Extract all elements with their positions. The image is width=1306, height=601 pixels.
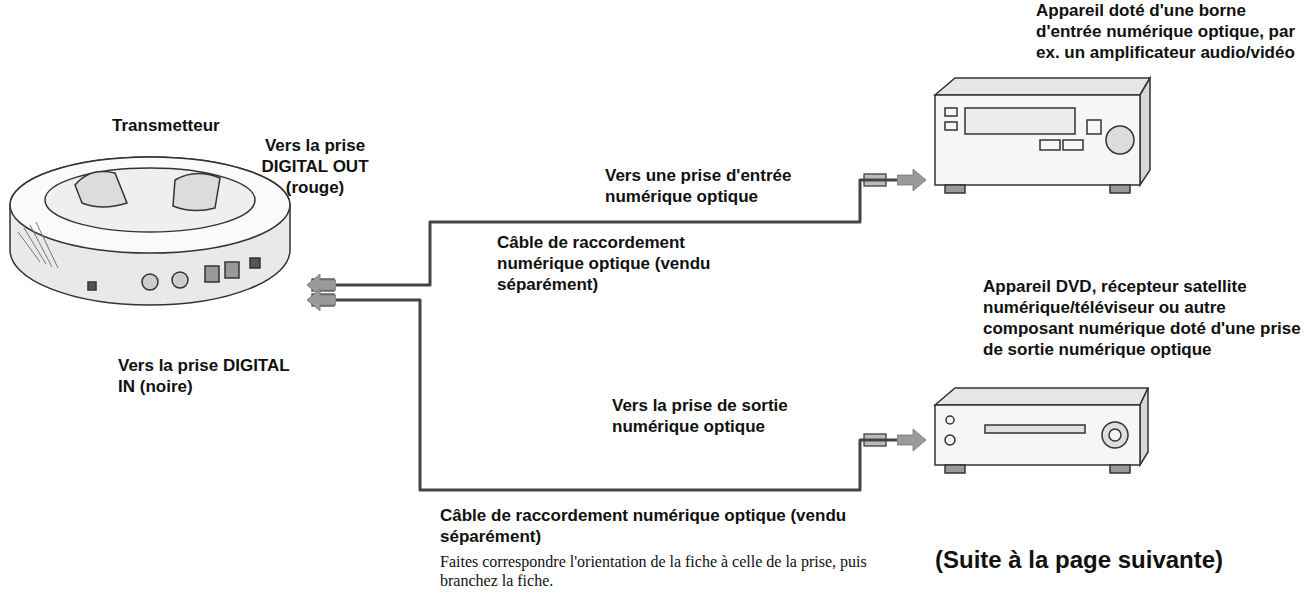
callout-label: Vers une prise d'entrée numérique optiqu…	[605, 165, 850, 207]
device-node: Appareil doté d'une borne d'entrée numér…	[925, 0, 1303, 200]
device-label: Appareil doté d'une borne d'entrée numér…	[1036, 0, 1302, 63]
device-label: Transmetteur	[112, 115, 302, 136]
callout-label: Faites correspondre l'orientation de la …	[440, 552, 880, 590]
callout-label: Vers la prise de sortie numérique optiqu…	[612, 395, 847, 437]
optical-plug	[312, 174, 886, 446]
cable-label: Câble de raccordement numérique optique …	[497, 232, 742, 295]
transmitter-drawing	[10, 157, 290, 305]
callout-label: Vers la prise DIGITAL OUT (rouge)	[250, 135, 380, 198]
optical-cable	[308, 300, 925, 490]
callout-label: (Suite à la page suivante)	[935, 546, 1295, 574]
device-node: Appareil DVD, récepteur satellite numéri…	[925, 276, 1303, 475]
callout-label: Vers la prise DIGITAL IN (noire)	[118, 355, 308, 397]
dvd-player-drawing	[935, 388, 1148, 473]
cable-label: Câble de raccordement numérique optique …	[440, 505, 880, 547]
device-label: Appareil DVD, récepteur satellite numéri…	[983, 276, 1301, 360]
amplifier-drawing	[935, 78, 1150, 193]
device-node: Transmetteur	[0, 115, 308, 350]
